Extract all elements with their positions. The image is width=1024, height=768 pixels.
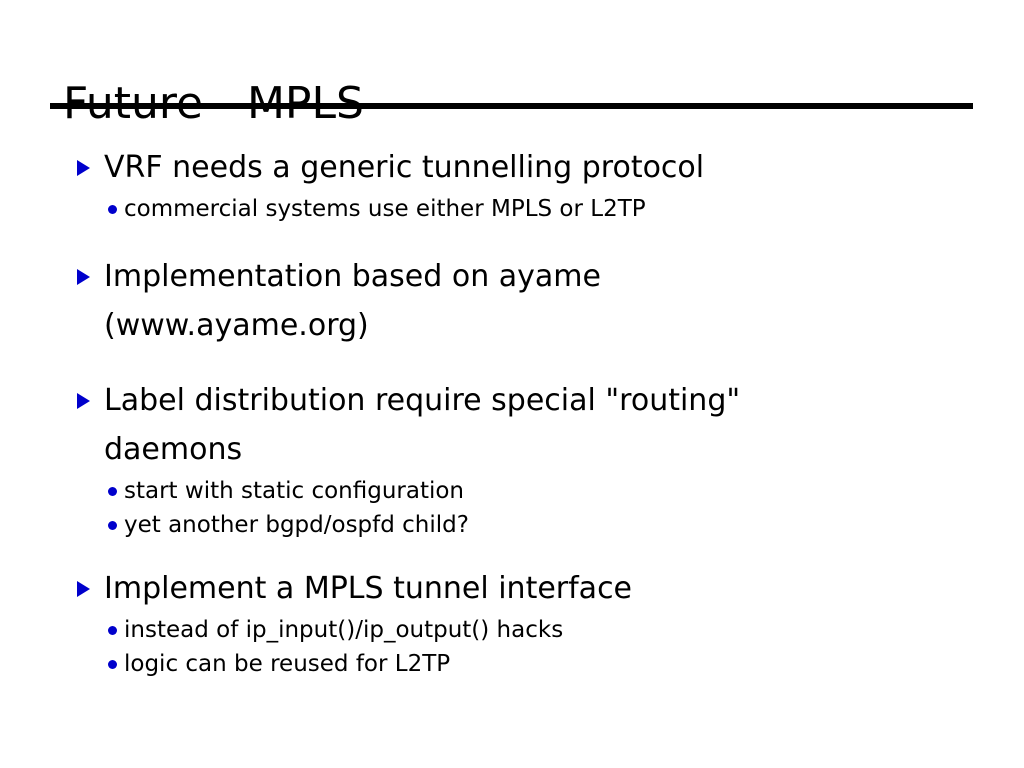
bullet-group: VRF needs a generic tunnelling protocol … (0, 143, 1024, 226)
bullet-level2-label: yet another bgpd/ospfd child? (124, 512, 469, 538)
bullet-level1-label: Implementation based on ayame (104, 259, 601, 294)
dot-icon (108, 660, 117, 669)
bullet-level1: Implement a MPLS tunnel interface (0, 564, 1024, 613)
title-underline-rule (50, 103, 973, 109)
bullet-level2: instead of ip_input()/ip_output() hacks (0, 613, 1024, 647)
bullet-level1-label: Label distribution require special "rout… (104, 383, 741, 418)
group-spacer (0, 542, 1024, 564)
bullet-level2: yet another bgpd/ospfd child? (0, 508, 1024, 542)
dot-icon (108, 521, 117, 530)
bullet-level2: commercial systems use either MPLS or L2… (0, 192, 1024, 226)
dot-icon (108, 487, 117, 496)
bullet-level2-label: start with static configuration (124, 478, 465, 504)
bullet-level1-continuation: daemons (104, 432, 243, 467)
bullet-group: Implement a MPLS tunnel interface instea… (0, 564, 1024, 681)
slide-body: VRF needs a generic tunnelling protocol … (0, 143, 1024, 681)
bullet-group: Implementation based on ayame (www.ayame… (0, 252, 1024, 350)
bullet-level1: Label distribution require special "rout… (0, 376, 1024, 425)
dot-icon (108, 205, 117, 214)
triangle-right-icon (77, 160, 90, 176)
triangle-right-icon (77, 269, 90, 285)
bullet-group: Label distribution require special "rout… (0, 376, 1024, 542)
bullet-level1-label: VRF needs a generic tunnelling protocol (104, 150, 705, 185)
bullet-level2: start with static configuration (0, 474, 1024, 508)
bullet-level2-label: commercial systems use either MPLS or L2… (124, 196, 646, 222)
bullet-level1: Implementation based on ayame (0, 252, 1024, 301)
bullet-level2-label: instead of ip_input()/ip_output() hacks (124, 617, 564, 643)
bullet-level2-label: logic can be reused for L2TP (124, 651, 451, 677)
triangle-right-icon (77, 393, 90, 409)
bullet-level1-label: Implement a MPLS tunnel interface (104, 571, 633, 606)
bullet-level2: logic can be reused for L2TP (0, 647, 1024, 681)
bullet-level1: VRF needs a generic tunnelling protocol (0, 143, 1024, 192)
group-spacer (0, 226, 1024, 252)
dot-icon (108, 626, 117, 635)
group-spacer (0, 350, 1024, 376)
bullet-level1-continuation: (www.ayame.org) (104, 308, 369, 343)
triangle-right-icon (77, 581, 90, 597)
